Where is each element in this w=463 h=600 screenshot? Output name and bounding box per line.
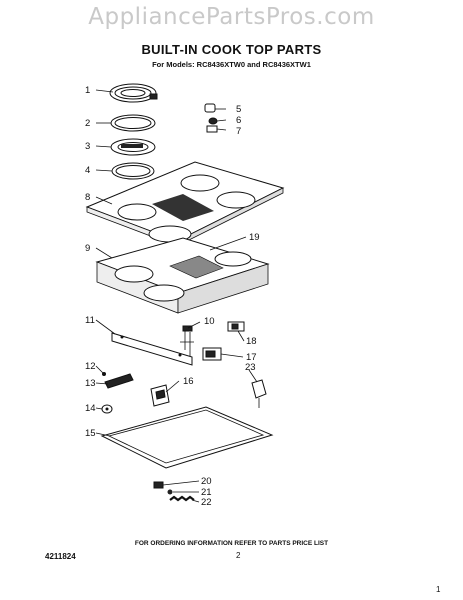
callout-7: 7 (236, 126, 241, 137)
callout-11: 11 (85, 315, 95, 326)
part-4-ring (111, 162, 155, 180)
callout-2: 2 (85, 118, 90, 129)
diagram-subtitle: For Models: RC8436XTW0 and RC8436XTW1 (152, 60, 311, 69)
document-number: 4211824 (45, 552, 76, 561)
part-14-connector (101, 404, 113, 414)
callout-12: 12 (85, 361, 96, 372)
ordering-note: FOR ORDERING INFORMATION REFER TO PARTS … (134, 540, 329, 547)
callout-22: 22 (201, 497, 212, 508)
callout-13: 13 (85, 378, 96, 389)
callout-17: 17 (246, 352, 257, 363)
callout-19: 19 (249, 232, 260, 243)
callout-8: 8 (85, 192, 90, 203)
part-15-bottom-frame (100, 406, 274, 469)
callout-14: 14 (85, 403, 96, 414)
callout-20: 20 (201, 476, 212, 487)
part-22-spring (169, 495, 195, 502)
callout-6: 6 (236, 115, 241, 126)
callout-1: 1 (85, 85, 90, 96)
watermark: AppliancePartsPros.com (88, 4, 375, 30)
part-18-switch (227, 321, 245, 332)
part-13-terminal-block (104, 373, 134, 389)
callout-23: 23 (245, 362, 256, 373)
part-23-bracket (251, 379, 267, 408)
corner-number: 1 (436, 585, 441, 594)
callout-3: 3 (85, 141, 90, 152)
part-1-surface-element (109, 83, 158, 103)
part-8-cooktop-glass (85, 161, 285, 247)
callout-18: 18 (246, 336, 257, 347)
part-21-washer (167, 489, 173, 495)
part-11-bracket (111, 332, 193, 366)
page-number: 2 (236, 551, 241, 560)
callout-5: 5 (236, 104, 241, 115)
part-5-6-7-receptacle (204, 103, 218, 133)
callout-9: 9 (85, 243, 90, 254)
callout-21: 21 (201, 487, 212, 498)
part-3-drip-bowl (110, 138, 156, 156)
part-10-wire-harness (180, 325, 194, 356)
callout-16: 16 (183, 376, 194, 387)
callout-4: 4 (85, 165, 90, 176)
part-20-terminal (153, 481, 164, 489)
part-2-trim-ring (110, 114, 156, 132)
part-16-clip (150, 384, 170, 407)
part-17-infinite-switch (202, 347, 222, 361)
callout-15: 15 (85, 428, 96, 439)
leader-lines (95, 89, 258, 503)
part-9-burner-box (95, 237, 270, 314)
callout-10: 10 (204, 316, 215, 327)
diagram-title: BUILT-IN COOK TOP PARTS (141, 42, 322, 57)
